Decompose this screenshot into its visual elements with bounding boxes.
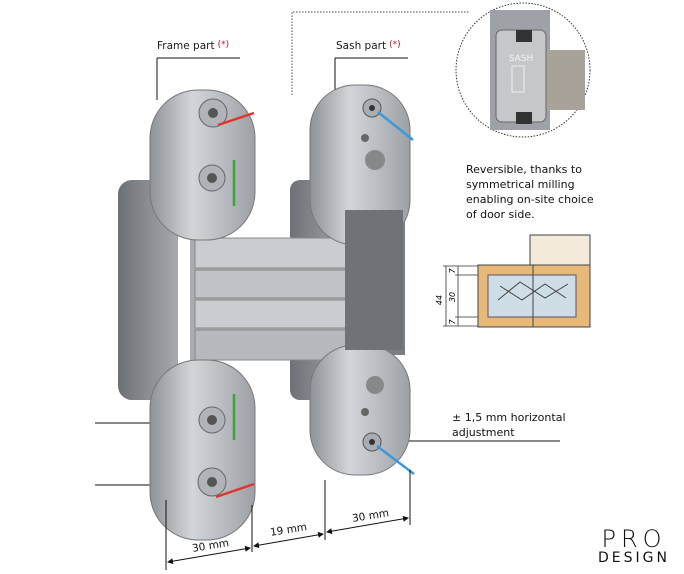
horizontal-adjustment-note: ± 1,5 mm horizontal adjustment — [452, 411, 566, 439]
red-arrow-icon — [217, 111, 255, 127]
section-dim-middle: 30 — [448, 292, 457, 302]
frame-part — [149, 89, 256, 541]
logo-line2: DESIGN — [598, 550, 670, 566]
reversible-note: Reversible, thanks to symmetrical millin… — [466, 163, 594, 221]
sash-part-label: Sash part(*) — [336, 40, 401, 52]
logo-line1: PRO — [601, 525, 667, 553]
sash-part — [309, 84, 411, 476]
blue-arrow-icon — [376, 445, 415, 475]
section-dim-top: 7 — [448, 268, 457, 274]
frame-part-label: Frame part(*) — [157, 40, 229, 52]
leader-lines — [95, 57, 560, 486]
door-section-drawing: 44 7 30 7 — [435, 234, 591, 328]
dimension-lines — [165, 470, 411, 570]
blue-arrow-icon — [377, 111, 414, 141]
sash-part-asterisk: (*) — [389, 40, 401, 50]
frame-part-text: Frame part — [157, 40, 215, 52]
section-dim-total: 44 — [435, 295, 444, 305]
detail-plate-text: SASH — [509, 54, 534, 64]
frame-part-asterisk: (*) — [217, 40, 230, 50]
adjustment-arrows — [215, 111, 415, 499]
red-arrow-icon — [215, 482, 255, 499]
hinge-body — [118, 180, 405, 400]
sash-part-text: Sash part — [336, 40, 387, 52]
detail-magnifier: SASH — [455, 2, 591, 138]
detail-callout-line — [291, 11, 470, 95]
pro-design-logo: PRO DESIGN — [587, 527, 681, 565]
section-dim-bottom: 7 — [448, 319, 457, 325]
